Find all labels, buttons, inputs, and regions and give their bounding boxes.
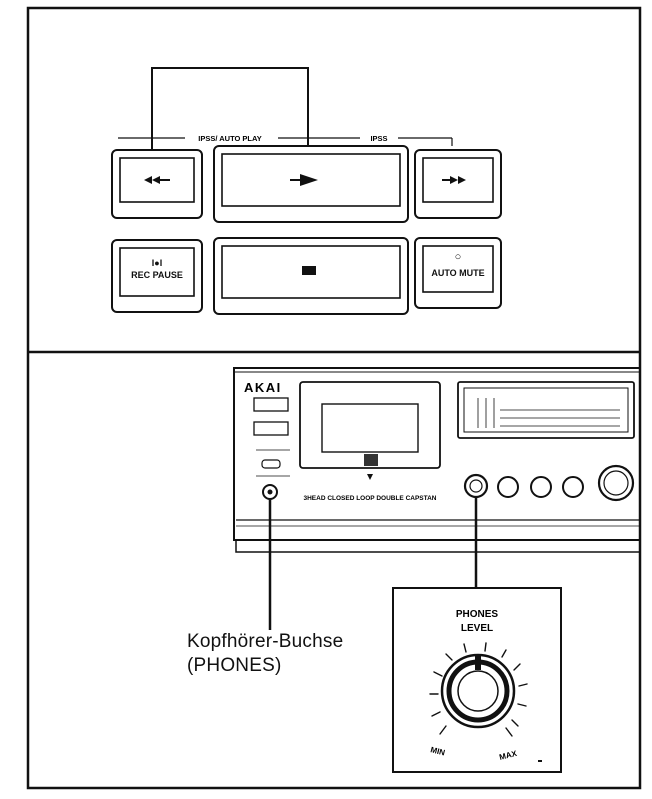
phones-jack-callout-line1: Kopfhörer-Buchse bbox=[187, 631, 344, 652]
rewind-button[interactable] bbox=[111, 149, 203, 219]
max-label: MAX bbox=[498, 749, 518, 762]
rec-level-knob[interactable] bbox=[530, 476, 552, 498]
stop-icon bbox=[302, 266, 316, 275]
capstan-label: 3HEAD CLOSED LOOP DOUBLE CAPSTAN bbox=[303, 495, 436, 502]
rec-pause-button[interactable] bbox=[111, 239, 203, 313]
ipss-auto-play-label: IPSS/ AUTO PLAY bbox=[198, 134, 262, 143]
auto-mute-icon: ○ bbox=[454, 251, 462, 263]
cassette-window bbox=[321, 403, 419, 453]
figure-frame bbox=[26, 6, 642, 790]
level-scale-ticks bbox=[429, 642, 528, 737]
meter-segments bbox=[477, 398, 620, 428]
eject-latch bbox=[364, 454, 378, 466]
ipss-connector-bracket bbox=[151, 67, 309, 165]
brand-logo: AKAI bbox=[244, 380, 282, 395]
phones-level-title-1: PHONES bbox=[456, 609, 499, 620]
min-label: MIN bbox=[430, 745, 447, 757]
fast-forward-icon bbox=[442, 176, 466, 184]
fast-forward-button[interactable] bbox=[414, 149, 502, 219]
ipss-label: IPSS bbox=[370, 134, 387, 143]
play-button[interactable] bbox=[213, 145, 409, 223]
auto-mute-label: AUTO MUTE bbox=[431, 268, 485, 278]
output-level-knob[interactable] bbox=[562, 476, 584, 498]
ipss-group-line bbox=[118, 137, 453, 146]
eject-button[interactable] bbox=[253, 421, 289, 436]
rec-pause-label: REC PAUSE bbox=[131, 270, 183, 280]
auto-mute-button[interactable] bbox=[414, 237, 502, 309]
timer-switch[interactable] bbox=[261, 459, 281, 469]
stop-button[interactable] bbox=[213, 237, 409, 315]
power-switch[interactable] bbox=[253, 397, 289, 412]
rec-pause-icon: I●I bbox=[151, 258, 163, 268]
rewind-icon bbox=[144, 176, 170, 184]
level-knob-icon[interactable] bbox=[440, 653, 516, 729]
balance-knob[interactable] bbox=[497, 476, 519, 498]
phones-level-title-2: LEVEL bbox=[461, 623, 493, 634]
play-icon bbox=[290, 174, 318, 186]
cassette-deck: AKAI 3HEAD CLOSED LOOP DOUBLE CAPSTAN bbox=[233, 367, 640, 553]
phones-jack-callout-line2: (PHONES) bbox=[187, 655, 282, 676]
phones-level-detail: PHONES LEVEL MIN MAX bbox=[392, 587, 562, 773]
